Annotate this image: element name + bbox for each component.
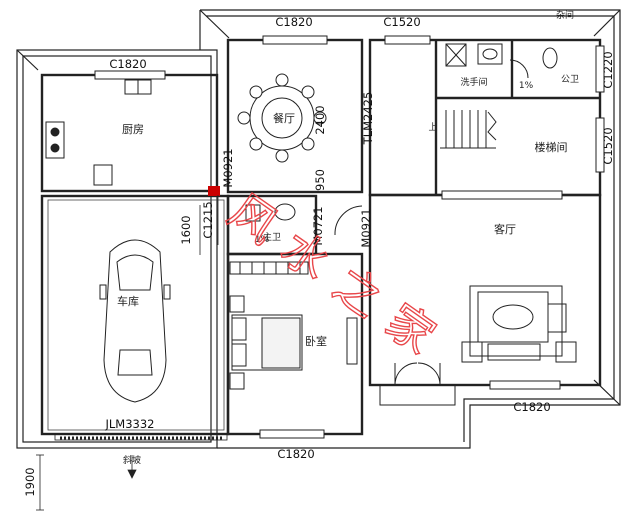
garage-room <box>47 199 225 431</box>
window-top-mid: C1820 <box>275 15 312 29</box>
window-bottom-bedroom: C1820 <box>277 447 314 461</box>
room-public-wc: 公卫 <box>561 74 579 85</box>
room-wash: 洗手间 <box>460 76 487 88</box>
door-m0921-left: M0921 <box>221 148 235 187</box>
staircase <box>440 110 497 149</box>
wardrobe-icon <box>229 261 309 275</box>
dim-c1215: C1215 <box>201 201 215 238</box>
wc-fixtures <box>445 43 558 69</box>
room-living: 客厅 <box>494 222 516 236</box>
room-master-bath: 主卫 <box>263 231 281 243</box>
dim-950: 950 <box>313 169 327 191</box>
bath-fixtures <box>245 203 296 222</box>
dim-1600: 1600 <box>179 215 193 244</box>
room-utility: 杂间 <box>556 9 574 21</box>
window-bottom-living: C1820 <box>513 400 550 414</box>
room-garage: 车库 <box>117 294 139 308</box>
door-marker <box>208 186 220 196</box>
ramp-label: 斜坡 <box>123 454 141 466</box>
stair-up-mark: 上 <box>428 122 437 133</box>
slope-mark-bath: 1% <box>255 235 270 245</box>
door-jlm: JLM3332 <box>105 417 155 431</box>
tv-stand-icon <box>346 317 358 365</box>
door-tlm: TLM2425 <box>361 92 375 146</box>
outer-walls <box>16 9 621 449</box>
windows <box>94 35 605 439</box>
garage-door <box>54 433 228 441</box>
room-dining: 餐厅 <box>273 111 295 125</box>
door-swings <box>334 59 529 236</box>
window-right-mid: C1520 <box>601 127 615 164</box>
room-stair: 楼梯间 <box>535 140 568 154</box>
dim-1900: 1900 <box>23 467 37 496</box>
sofa-set-icon <box>461 285 577 363</box>
kitchen-fixtures <box>45 79 152 186</box>
room-bedroom: 卧室 <box>305 334 327 348</box>
front-doors <box>379 362 456 406</box>
car-icon <box>99 239 171 403</box>
window-right-upper: C1220 <box>601 51 615 88</box>
door-m0721: M0721 <box>311 206 325 245</box>
slope-mark-wc: 1% <box>519 81 534 91</box>
window-top-left: C1820 <box>109 57 146 71</box>
bed-icon <box>229 295 303 390</box>
window-top-right: C1520 <box>383 15 420 29</box>
room-kitchen: 厨房 <box>122 123 144 136</box>
door-m0921-right: M0921 <box>359 208 373 247</box>
dim-2400: 2400 <box>313 105 327 134</box>
dining-table-icon <box>237 73 327 163</box>
dimension-lines <box>36 195 219 511</box>
